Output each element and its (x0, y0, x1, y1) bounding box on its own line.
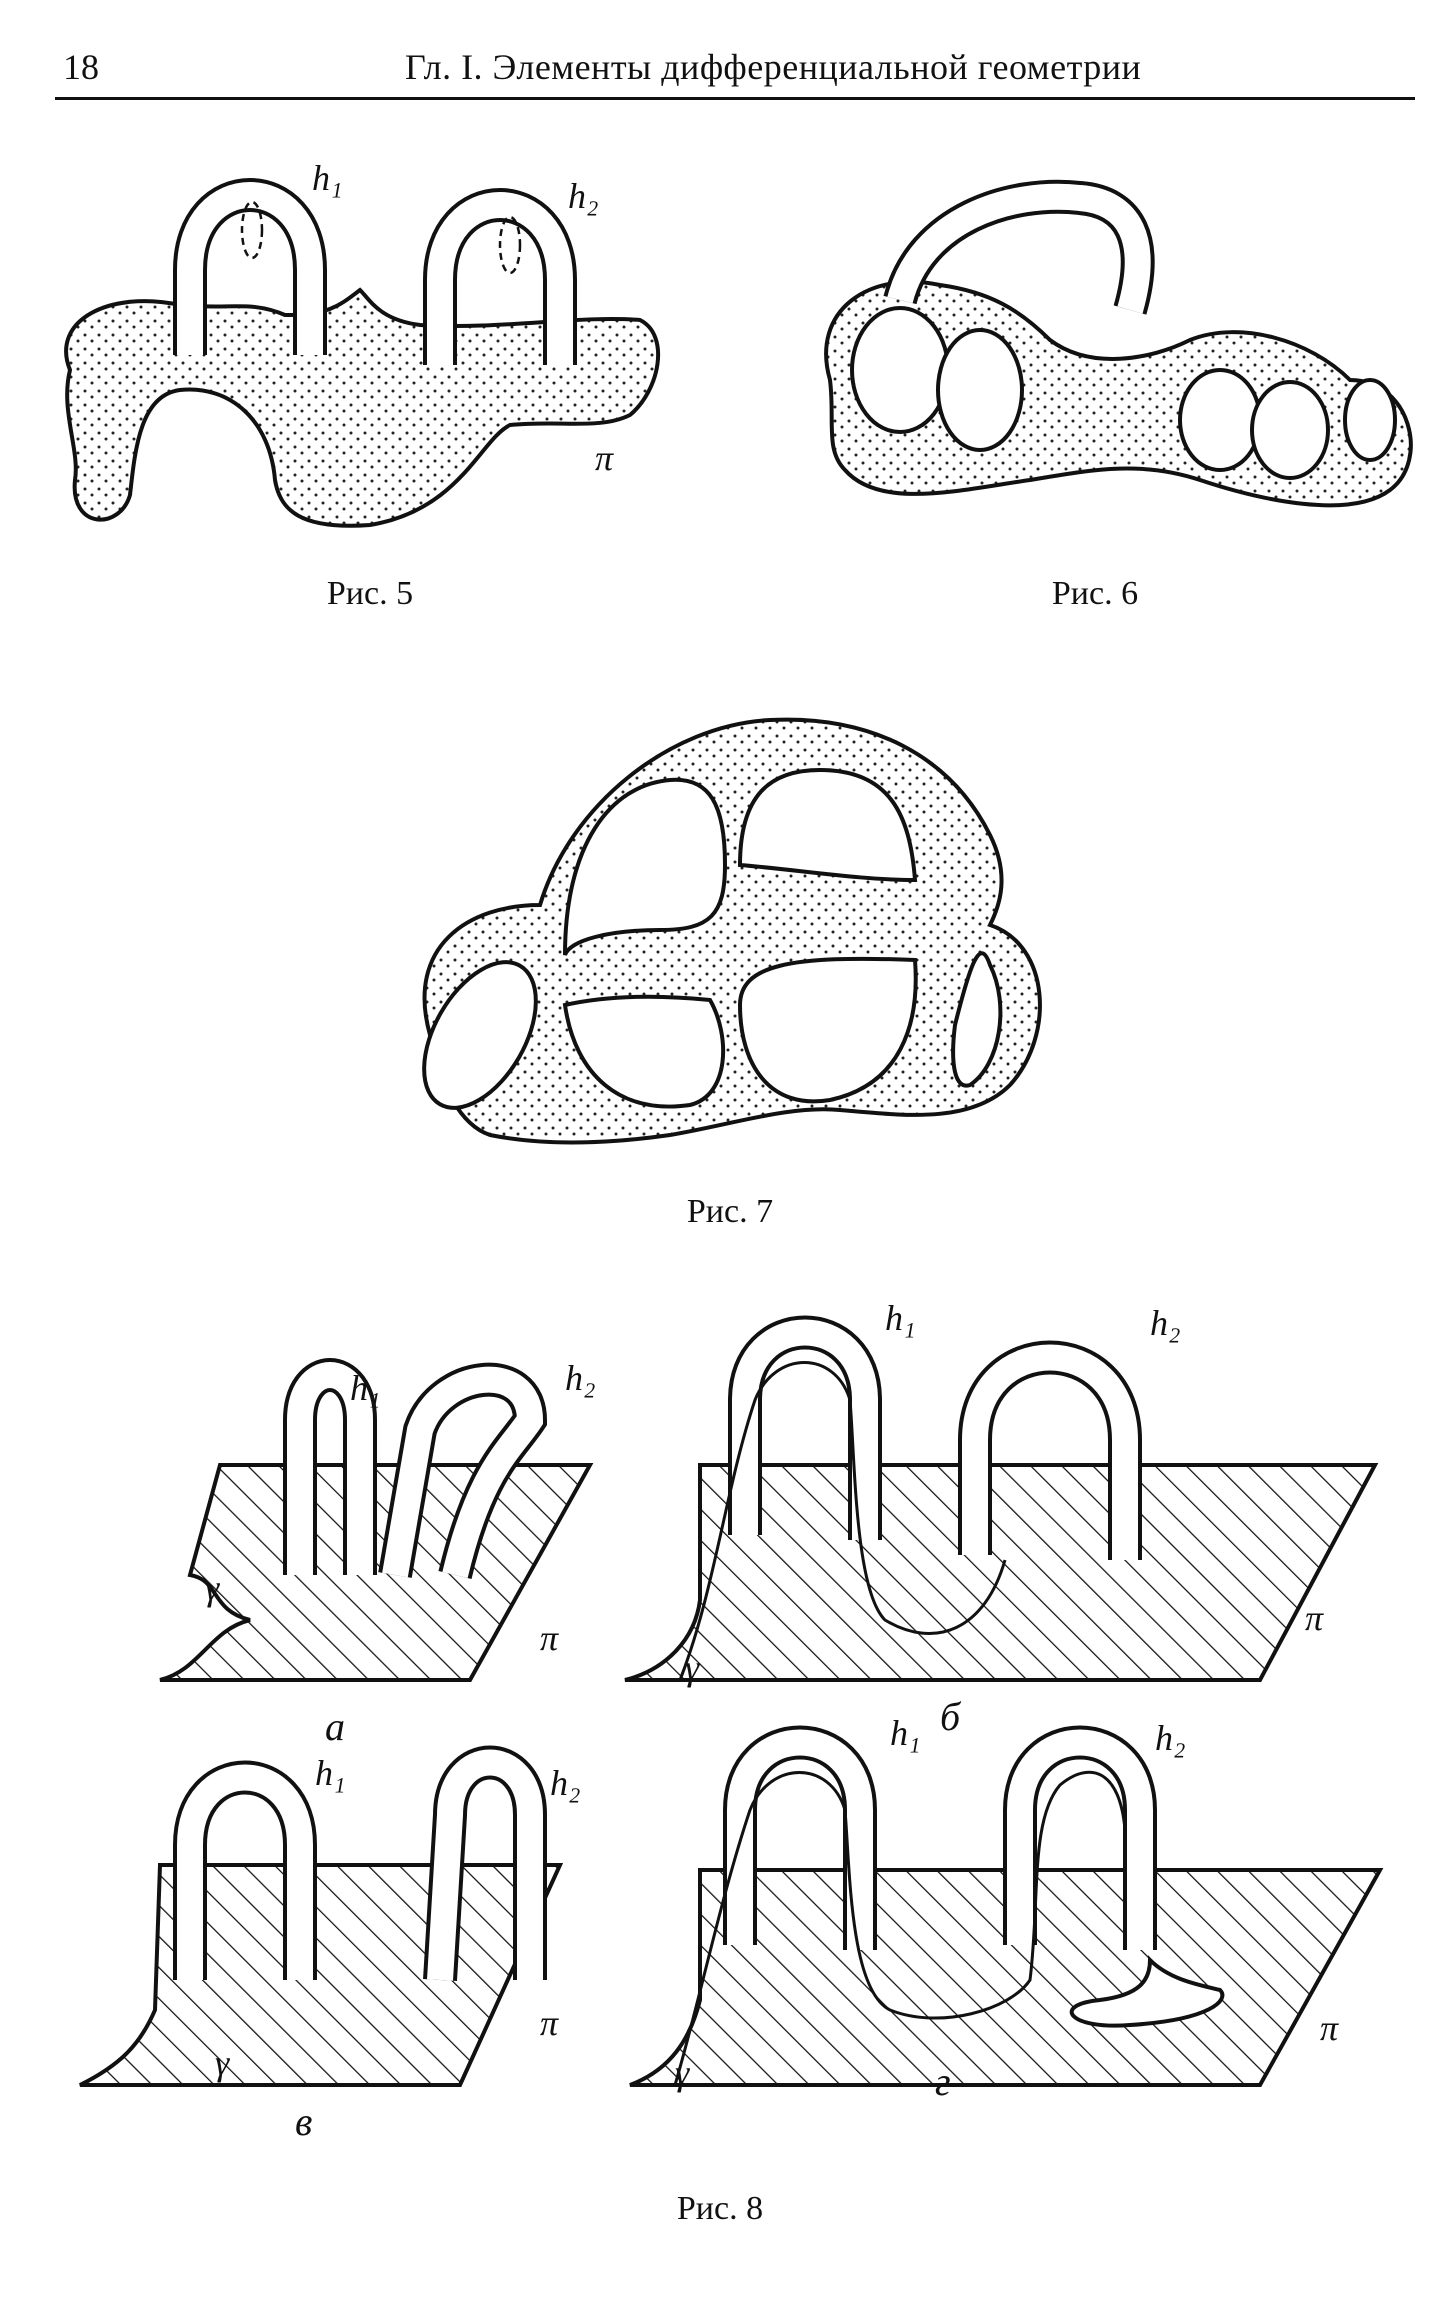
fig8d-label-h1: h₁ (890, 1713, 921, 1753)
fig8a-label-pi: π (540, 1618, 559, 1658)
fig8c-plane (79, 1863, 564, 2087)
fig8c-letter: в (295, 2099, 312, 2144)
figure-8b: h₁ h₂ γ π б (624, 1298, 1379, 1739)
fig8b-label-h2: h₂ (1150, 1303, 1181, 1343)
fig8-caption: Рис. 8 (676, 2190, 764, 2227)
figure-8a: h₁ h₂ γ π a (159, 1358, 596, 1749)
fig8a-label-h2: h₂ (565, 1358, 596, 1398)
fig5-label-h2: h₂ (568, 176, 599, 216)
header-rule (55, 97, 1415, 100)
figure-6 (824, 179, 1413, 508)
fig8d-label-gamma: γ (675, 2053, 690, 2093)
fig8a-letter: a (325, 1704, 345, 1749)
fig5-label-h1: h₁ (312, 158, 343, 198)
fig8c-label-h1: h₁ (315, 1753, 346, 1793)
fig8b-label-h1: h₁ (885, 1298, 916, 1338)
fig8d-plane (629, 1868, 1384, 2087)
page-header: 18 Гл. I. Элементы дифференциальной геом… (55, 38, 1415, 98)
figure-8d: h₁ h₂ γ π г (629, 1713, 1384, 2104)
figure-5: h₁ h₂ π (64, 158, 661, 528)
fig5-label-pi: π (595, 438, 614, 478)
fig8b-label-pi: π (1305, 1598, 1324, 1638)
page-number: 18 (63, 47, 99, 87)
fig8c-label-h2: h₂ (550, 1763, 581, 1803)
fig6-caption: Рис. 6 (1051, 575, 1139, 612)
fig8c-label-gamma: γ (215, 2043, 230, 2083)
fig8a-label-gamma: γ (205, 1568, 220, 1608)
fig8d-label-pi: π (1320, 2008, 1339, 2048)
fig8d-letter: г (935, 2059, 951, 2104)
fig7-surface (422, 717, 1042, 1145)
fig7-caption: Рис. 7 (686, 1193, 774, 1230)
figure-8c: h₁ h₂ γ π в (79, 1745, 581, 2144)
fig5-caption: Рис. 5 (326, 575, 414, 612)
fig8b-letter: б (940, 1694, 962, 1739)
fig8c-label-pi: π (540, 2003, 559, 2043)
fig8d-label-h2: h₂ (1155, 1718, 1186, 1758)
running-title: Гл. I. Элементы дифференциальной геометр… (405, 47, 1142, 87)
figure-7 (422, 717, 1042, 1145)
fig8a-label-h1: h₁ (350, 1368, 381, 1408)
fig8b-label-gamma: γ (685, 1648, 700, 1688)
